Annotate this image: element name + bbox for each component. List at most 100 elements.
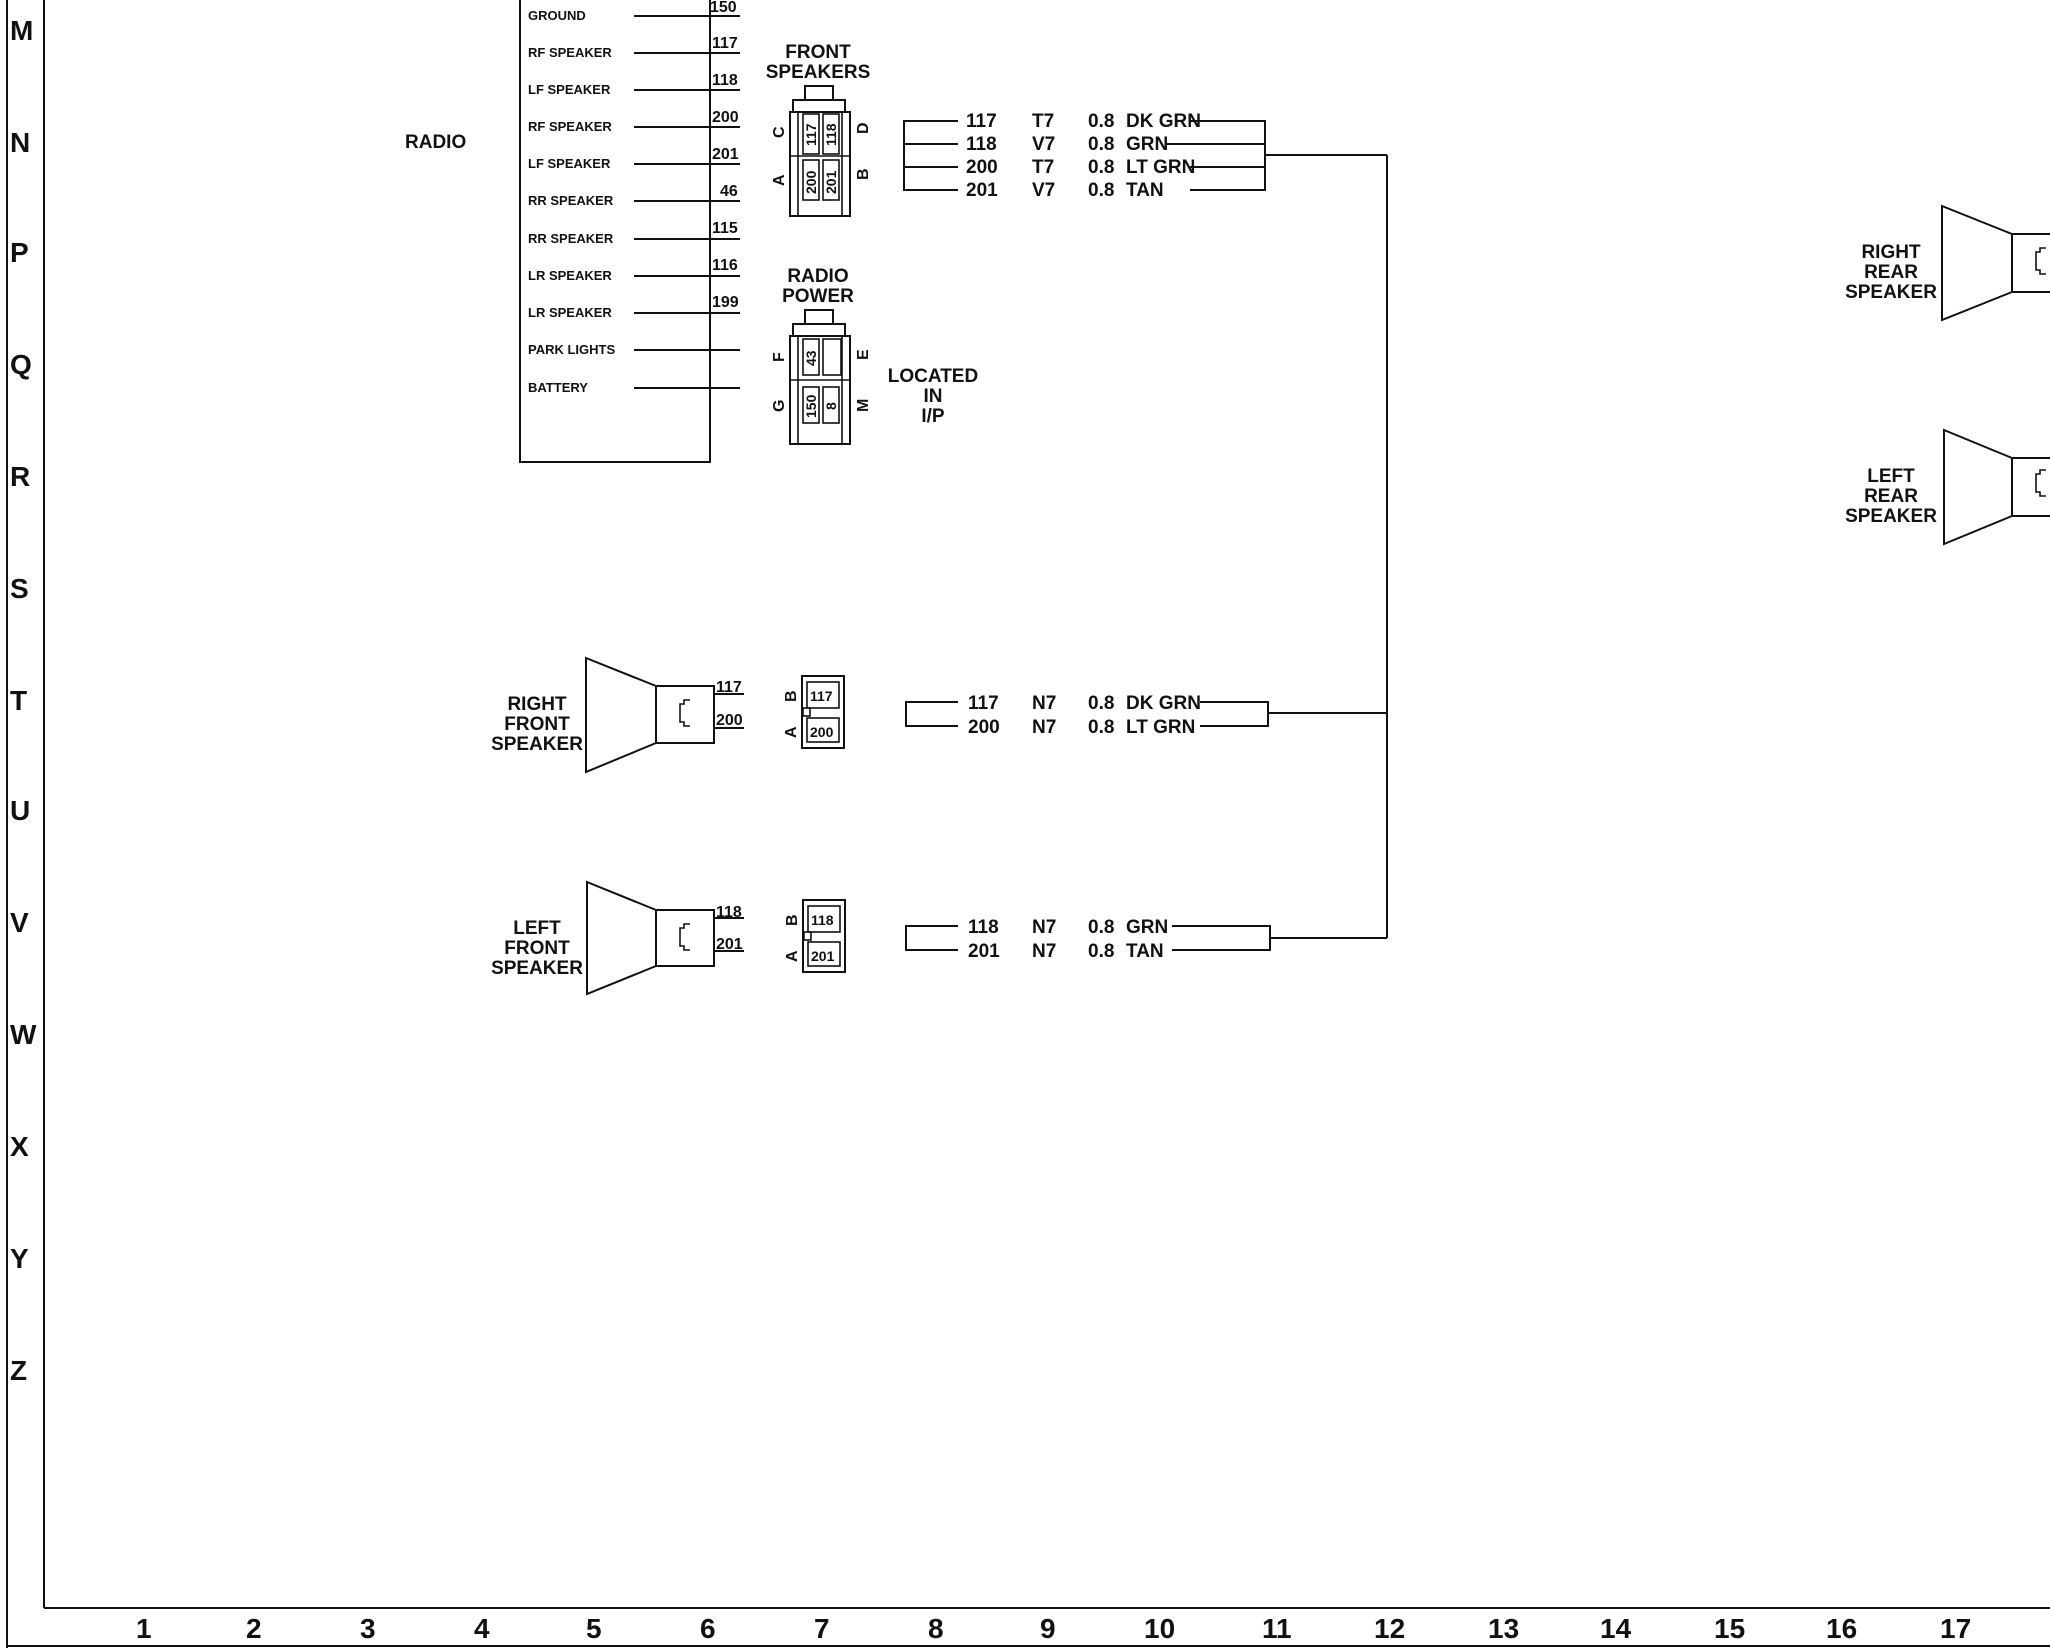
left-front-harness: 118 N7 0.8 GRN 201 N7 0.8 TAN xyxy=(905,917,1387,962)
pin-letter-e: E xyxy=(855,349,872,360)
row-label: Q xyxy=(10,349,32,380)
col-label: 4 xyxy=(474,1613,490,1644)
cavity-f: 43 xyxy=(803,350,819,366)
row-label: N xyxy=(10,127,30,158)
cavity-b: 117 xyxy=(810,688,833,704)
radio-pin-circuit: 46 xyxy=(720,183,738,200)
right-rear-speaker-label: SPEAKER xyxy=(1845,282,1937,303)
col-label: 9 xyxy=(1040,1613,1056,1644)
col-label: 12 xyxy=(1374,1613,1405,1644)
wire-gauge: 0.8 xyxy=(1088,111,1114,132)
wire-color: DK GRN xyxy=(1126,111,1201,132)
radio-pin-label: RR SPEAKER xyxy=(528,193,614,208)
radio-title: RADIO xyxy=(405,132,466,153)
cavity-a: 201 xyxy=(811,948,835,964)
radio-pin-label: PARK LIGHTS xyxy=(528,342,615,357)
radio-pin-label: RR SPEAKER xyxy=(528,231,614,246)
wire-code: V7 xyxy=(1032,180,1055,201)
front-speakers-title: FRONT xyxy=(785,42,851,63)
radio-pin-list: GROUND 150 RF SPEAKER 117 LF SPEAKER 118… xyxy=(528,0,740,395)
radio-box xyxy=(519,0,711,463)
wire-code: T7 xyxy=(1032,157,1054,178)
col-label: 15 xyxy=(1714,1613,1745,1644)
wire-circuit: 118 xyxy=(968,917,999,938)
wire-circuit: 200 xyxy=(968,717,1000,738)
radio-pin-label: LF SPEAKER xyxy=(528,82,611,97)
col-label: 14 xyxy=(1600,1613,1632,1644)
row-label: V xyxy=(10,907,29,938)
right-rear-speaker-icon xyxy=(1941,204,2050,322)
radio-pin-circuit: 201 xyxy=(712,146,739,163)
radio-pin-label: LR SPEAKER xyxy=(528,268,612,283)
radio-power-title: RADIO xyxy=(787,266,848,287)
radio-pin-circuit: 199 xyxy=(712,294,739,311)
wire-gauge: 0.8 xyxy=(1088,180,1114,201)
col-label: 13 xyxy=(1488,1613,1519,1644)
cavity-b: 118 xyxy=(811,912,834,928)
left-front-speaker-connector: 118 201 B A xyxy=(784,899,846,973)
wire-circuit: 117 xyxy=(966,111,997,132)
right-front-harness: 117 N7 0.8 DK GRN 200 N7 0.8 LT GRN xyxy=(905,693,1387,738)
wire-circuit: 201 xyxy=(968,941,1000,962)
column-labels: 1 2 3 4 5 6 7 8 9 10 11 12 13 14 15 16 1… xyxy=(136,1613,1971,1644)
speaker-terminal: 201 xyxy=(716,936,743,953)
wire-circuit: 200 xyxy=(966,157,998,178)
col-label: 2 xyxy=(246,1613,262,1644)
wire-color: GRN xyxy=(1126,134,1168,155)
location-note: IN xyxy=(924,386,943,407)
radio-pin-label: GROUND xyxy=(528,8,586,23)
col-label: 17 xyxy=(1940,1613,1971,1644)
radio-pin-circuit: 200 xyxy=(712,109,739,126)
cavity-m: 8 xyxy=(823,402,839,410)
pin-letter-m: M xyxy=(855,399,872,412)
pin-letter-a: A xyxy=(783,726,800,738)
pin-letter-d: D xyxy=(855,122,872,134)
col-label: 16 xyxy=(1826,1613,1857,1644)
wire-circuit: 201 xyxy=(966,180,998,201)
col-label: 6 xyxy=(700,1613,716,1644)
right-front-speaker-connector: 117 200 B A xyxy=(783,675,845,749)
right-rear-speaker-label: RIGHT xyxy=(1861,242,1921,263)
wire-code: N7 xyxy=(1032,917,1056,938)
radio-pin-label: RF SPEAKER xyxy=(528,119,612,134)
wire-code: V7 xyxy=(1032,134,1055,155)
col-label: 10 xyxy=(1144,1613,1175,1644)
wire-color: DK GRN xyxy=(1126,693,1201,714)
row-labels: M N P Q R S T U V W X Y Z xyxy=(10,15,37,1386)
pin-letter-f: F xyxy=(771,352,788,362)
row-label: U xyxy=(10,795,30,826)
harness-top-labels: 117 T7 0.8 DK GRN 118 V7 0.8 GRN 200 T7 … xyxy=(966,111,1201,201)
radio-pin-circuit: 150 xyxy=(710,0,737,16)
radio-pin-label: BATTERY xyxy=(528,380,588,395)
wire-gauge: 0.8 xyxy=(1088,941,1114,962)
left-front-speaker-label: LEFT xyxy=(513,918,561,939)
pin-letter-g: G xyxy=(771,400,788,412)
row-label: M xyxy=(10,15,33,46)
col-label: 8 xyxy=(928,1613,944,1644)
right-front-speaker-icon xyxy=(585,656,744,774)
left-front-speaker-label: SPEAKER xyxy=(491,958,583,979)
wire-color: GRN xyxy=(1126,917,1168,938)
pin-letter-a: A xyxy=(771,174,788,186)
pin-letter-b: B xyxy=(855,168,872,180)
radio-pin-circuit: 117 xyxy=(712,35,738,52)
row-label: X xyxy=(10,1131,29,1162)
cavity-a: 200 xyxy=(810,724,834,740)
left-rear-speaker-label: REAR xyxy=(1864,486,1918,507)
wire-color: TAN xyxy=(1126,180,1164,201)
pin-letter-c: C xyxy=(771,126,788,138)
radio-pin-circuit: 116 xyxy=(712,257,738,274)
radio-power-title: POWER xyxy=(782,286,854,307)
wire-circuit: 117 xyxy=(968,693,999,714)
col-label: 11 xyxy=(1262,1613,1292,1644)
speaker-terminal: 118 xyxy=(716,904,742,921)
cavity-a: 200 xyxy=(803,170,819,194)
front-speakers-title: SPEAKERS xyxy=(766,62,871,83)
pin-letter-b: B xyxy=(783,690,800,702)
left-rear-speaker-label: SPEAKER xyxy=(1845,506,1937,527)
wire-color: TAN xyxy=(1126,941,1164,962)
right-front-speaker-label: FRONT xyxy=(504,714,570,735)
row-label: Z xyxy=(10,1355,27,1386)
col-label: 5 xyxy=(586,1613,602,1644)
